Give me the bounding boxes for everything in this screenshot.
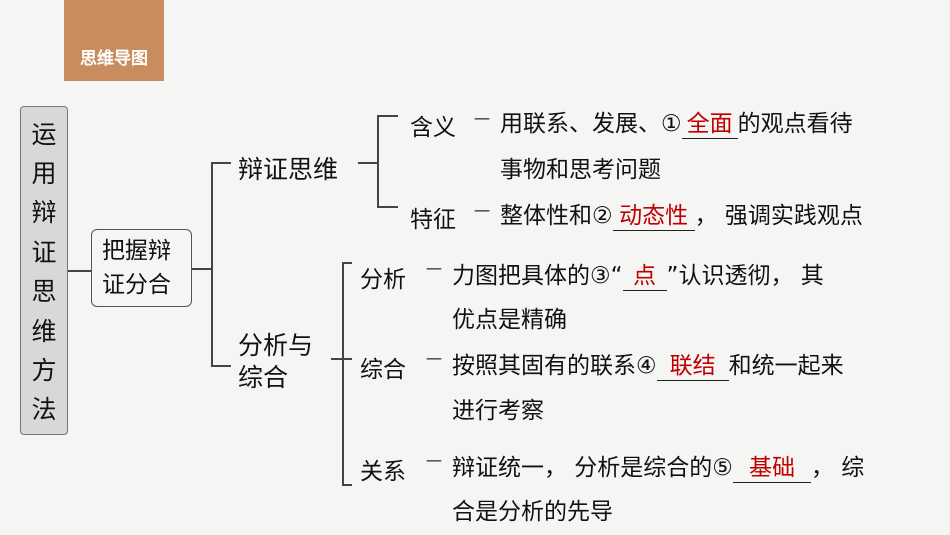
dash: 一 [426,350,443,369]
text: ”认识透彻， 其 [666,263,824,289]
synthesis-line2: 进行考察 [452,398,544,424]
root-char: 法 [31,395,57,425]
connector [377,206,398,208]
connector [192,268,212,270]
connector [68,270,91,272]
connector [211,162,231,164]
root-char: 辩 [31,198,57,228]
text: 和统一起来 [728,353,844,379]
text: 整体性和② [500,203,613,229]
relation-label: 关系 [360,459,406,485]
level1-line: 把握辩 [102,238,171,264]
answer-4: 联结 [656,352,729,381]
connector [342,484,352,486]
connector [331,358,352,360]
root-char: 思 [31,277,57,307]
meaning-line2: 事物和思考问题 [500,157,661,183]
text: 分析与 [238,331,314,360]
branch-analysis-synthesis: 分析与综合 [238,330,313,394]
text: ， 综 [810,455,865,481]
text: 辩证统一， 分析是综合的⑤ [452,455,733,481]
connector [377,115,398,117]
feature-label: 特征 [410,207,456,233]
root-char: 证 [31,237,57,267]
connector [342,262,352,264]
text: 力图把具体的③“ [452,263,623,289]
meaning-label: 含义 [410,115,456,141]
root-char: 维 [31,316,57,346]
dash: 一 [474,110,491,129]
text: ， 强调实践观点 [694,203,863,229]
text: 按照其固有的联系④ [452,353,657,379]
root-char: 用 [31,159,57,189]
dash: 一 [474,202,491,221]
root-char: 运 [31,119,57,149]
text: 用联系、发展、① [500,111,682,137]
root-node: 运 用 辩 证 思 维 方 法 [20,106,68,435]
answer-2: 动态性 [612,202,695,231]
text: 综合 [238,363,289,392]
answer-1: 全面 [681,110,738,139]
connector [342,262,344,485]
banner-title: 思维导图 [80,49,148,69]
analysis-line1: 力图把具体的③“点”认识透彻， 其 [452,256,824,291]
synthesis-label: 综合 [360,357,406,383]
level1-line: 证分合 [102,272,171,298]
branch-dialectical-thinking: 辩证思维 [238,155,339,184]
mindmap-banner: 思维导图 [64,0,164,81]
text: 的观点看待 [737,111,853,137]
analysis-label: 分析 [360,267,406,293]
relation-line2: 合是分析的先导 [452,499,613,525]
connector [358,162,378,164]
dash: 一 [426,260,443,279]
level1-node: 把握辩 证分合 [91,229,192,307]
answer-5: 基础 [732,454,811,483]
dash: 一 [426,452,443,471]
connector [211,365,231,367]
answer-3: 点 [622,262,667,291]
connector [377,115,379,207]
analysis-line2: 优点是精确 [452,307,567,333]
root-char: 方 [31,355,57,385]
connector [211,162,213,366]
